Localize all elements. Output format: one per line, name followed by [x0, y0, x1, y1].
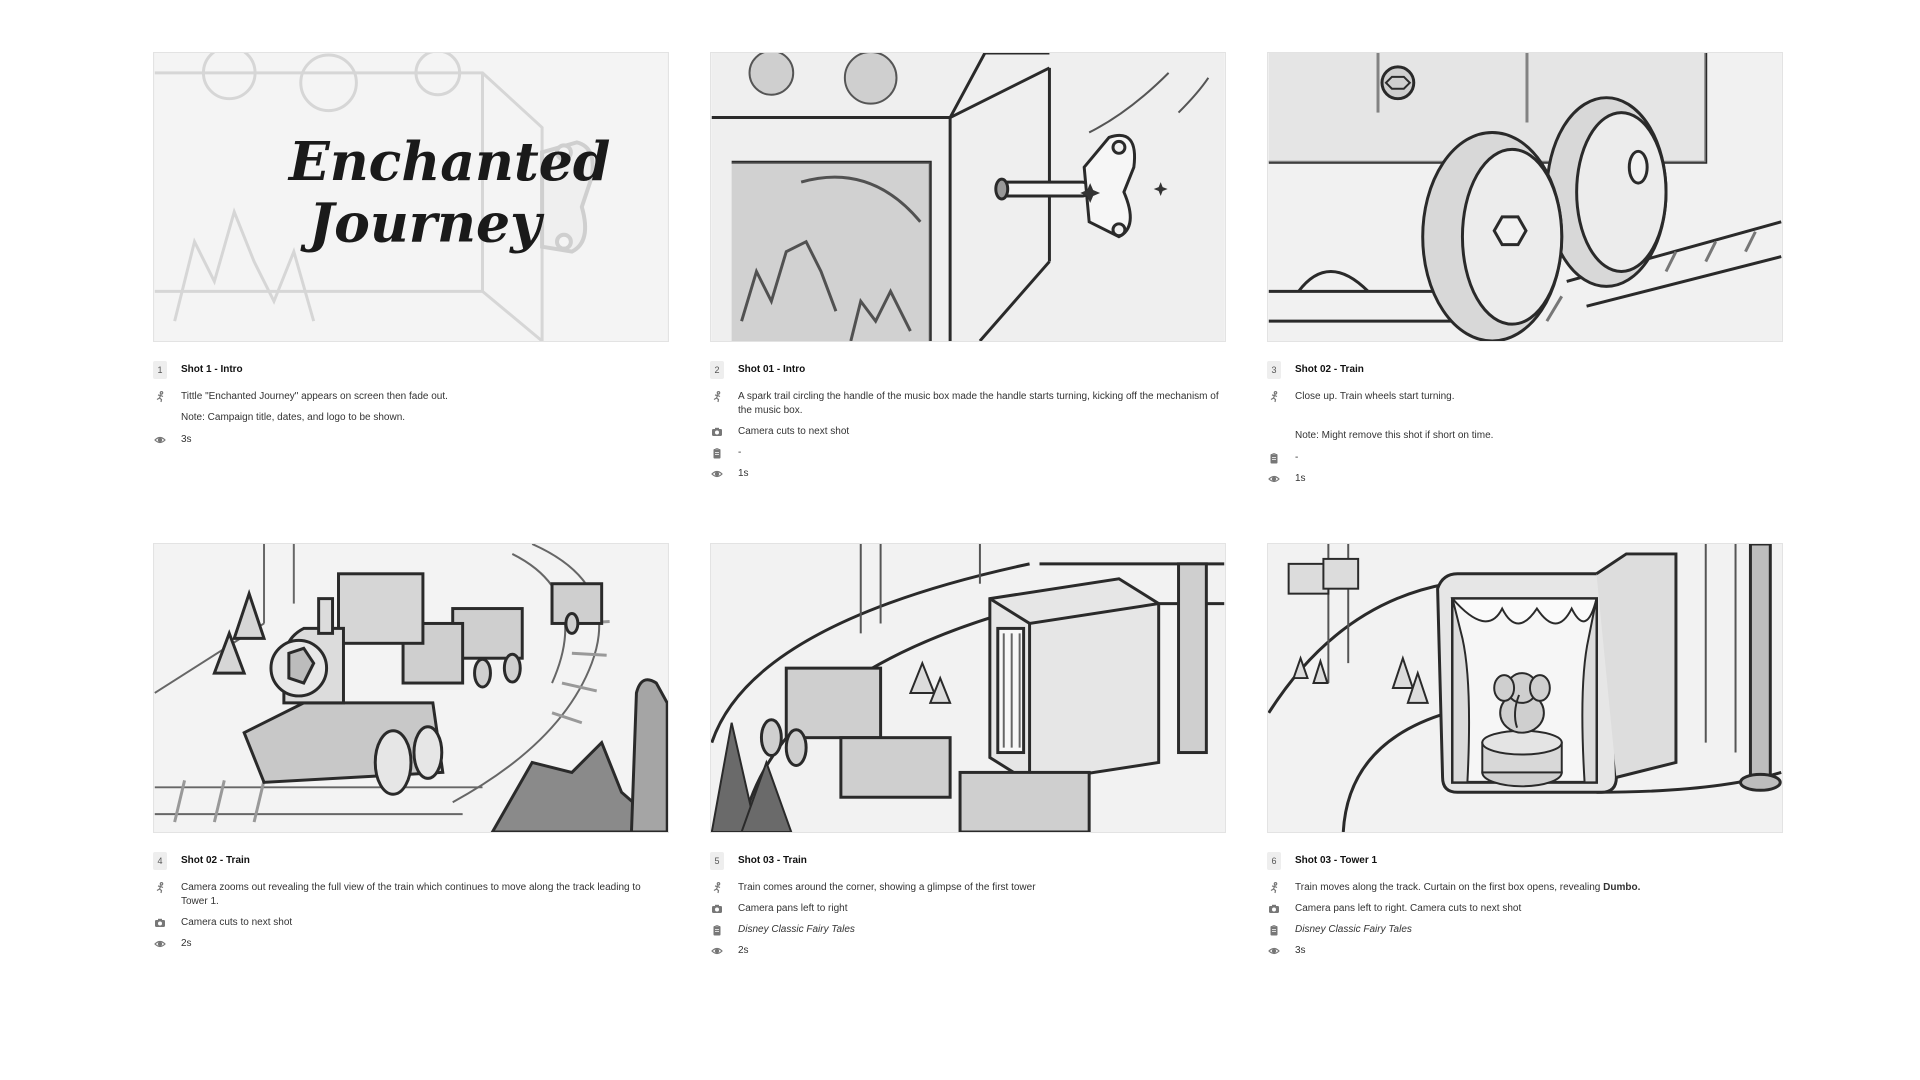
shot-title: Shot 02 - Train: [1295, 364, 1364, 375]
storyboard-card-1[interactable]: Enchanted Journey 1 Shot 1 - Intro Tittl…: [153, 52, 669, 454]
camera-text: Camera pans left to right: [738, 903, 848, 914]
action-text: Tittle "Enchanted Journey" appears on sc…: [181, 391, 448, 402]
camera-icon: [1267, 902, 1281, 916]
note-text: Note: Might remove this shot if short on…: [1295, 430, 1494, 441]
action-text: Train moves along the track. Curtain on …: [1295, 881, 1783, 895]
shot-title: Shot 03 - Train: [738, 855, 807, 866]
camera-text: Camera cuts to next shot: [181, 917, 293, 928]
camera-icon: [710, 902, 724, 916]
duration-text: 1s: [738, 468, 749, 479]
running-figure-icon: [153, 390, 167, 404]
camera-text: Camera pans left to right. Camera cuts t…: [1295, 903, 1522, 914]
running-figure-icon: [153, 881, 167, 895]
action-text-highlight: Dumbo.: [1603, 882, 1641, 893]
frame-5[interactable]: [710, 543, 1226, 833]
camera-icon: [153, 916, 167, 930]
eye-icon: [153, 937, 167, 951]
storyboard-card-4[interactable]: 4 Shot 02 - Train Camera zooms out revea…: [153, 543, 669, 958]
frame-4[interactable]: [153, 543, 669, 833]
frame-1-sketch: Enchanted Journey: [154, 53, 668, 341]
action-text: A spark trail circling the handle of the…: [738, 391, 1219, 416]
clipboard-icon: [1267, 451, 1281, 465]
frame-4-sketch: [154, 544, 668, 832]
storyboard-card-2[interactable]: 2 Shot 01 - Intro A spark trail circling…: [710, 52, 1226, 488]
eye-icon: [1267, 944, 1281, 958]
duration-text: 2s: [181, 938, 192, 949]
shot-number: 4: [153, 852, 167, 870]
action-text: Camera zooms out revealing the full view…: [181, 882, 641, 907]
camera-icon: [710, 425, 724, 439]
shot-title: Shot 01 - Intro: [738, 364, 806, 375]
duration-text: 2s: [738, 945, 749, 956]
duration-text: 1s: [1295, 473, 1306, 484]
storyboard-card-5[interactable]: 5 Shot 03 - Train Train comes around the…: [710, 543, 1226, 965]
frame-2[interactable]: [710, 52, 1226, 342]
shot-number: 1: [153, 361, 167, 379]
frame-title-line1: Enchanted: [287, 130, 611, 193]
running-figure-icon: [1267, 881, 1281, 895]
music-text: -: [1295, 452, 1299, 463]
shot-title: Shot 1 - Intro: [181, 364, 243, 375]
duration-text: 3s: [181, 434, 192, 445]
clipboard-icon: [710, 446, 724, 460]
eye-icon: [153, 433, 167, 447]
frame-3-sketch: [1268, 53, 1782, 341]
frame-6-sketch: [1268, 544, 1782, 832]
shot-title: Shot 03 - Tower 1: [1295, 855, 1378, 866]
music-text: -: [738, 447, 742, 458]
eye-icon: [710, 944, 724, 958]
shot-number: 3: [1267, 361, 1281, 379]
action-text-main: Train moves along the track. Curtain on …: [1295, 882, 1604, 893]
music-text: Disney Classic Fairy Tales: [1295, 924, 1412, 935]
music-text: Disney Classic Fairy Tales: [738, 924, 855, 935]
eye-icon: [1267, 472, 1281, 486]
clipboard-icon: [1267, 923, 1281, 937]
frame-3[interactable]: [1267, 52, 1783, 342]
eye-icon: [710, 467, 724, 481]
shot-number: 6: [1267, 852, 1281, 870]
action-text: Close up. Train wheels start turning.: [1295, 391, 1455, 402]
frame-2-sketch: [711, 53, 1225, 341]
running-figure-icon: [1267, 390, 1281, 404]
running-figure-icon: [710, 390, 724, 404]
duration-text: 3s: [1295, 945, 1306, 956]
running-figure-icon: [710, 881, 724, 895]
note-text: Note: Campaign title, dates, and logo to…: [181, 412, 406, 423]
storyboard-card-6[interactable]: 6 Shot 03 - Tower 1 Train moves along th…: [1267, 543, 1783, 965]
action-text: Train comes around the corner, showing a…: [738, 882, 1036, 893]
shot-number: 2: [710, 361, 724, 379]
frame-5-sketch: [711, 544, 1225, 832]
camera-text: Camera cuts to next shot: [738, 426, 850, 437]
frame-6[interactable]: [1267, 543, 1783, 833]
frame-title-line2: Journey: [300, 192, 545, 255]
storyboard-card-3[interactable]: 3 Shot 02 - Train Close up. Train wheels…: [1267, 52, 1783, 493]
frame-1[interactable]: Enchanted Journey: [153, 52, 669, 342]
clipboard-icon: [710, 923, 724, 937]
shot-number: 5: [710, 852, 724, 870]
shot-title: Shot 02 - Train: [181, 855, 250, 866]
